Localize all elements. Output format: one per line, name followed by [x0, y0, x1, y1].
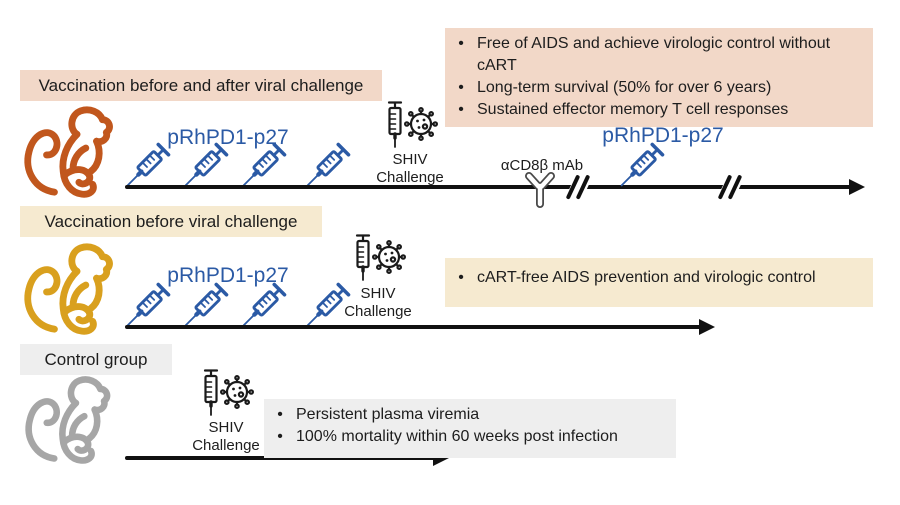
- shiv-challenge-label: SHIV Challenge: [184, 419, 268, 454]
- outcome-item: Persistent plasma viremia: [264, 404, 676, 426]
- group3-outcomes-box: Persistent plasma viremia 100% mortality…: [264, 399, 676, 458]
- shiv-label-line2: Challenge: [192, 436, 260, 454]
- outcome-item: Long-term survival (50% for over 6 years…: [445, 77, 873, 99]
- shiv-challenge-label: SHIV Challenge: [368, 151, 452, 186]
- monkey-icon-group2: [18, 239, 132, 337]
- outcome-item: Free of AIDS and achieve virologic contr…: [445, 33, 873, 77]
- timeline-group3: [125, 456, 437, 460]
- shiv-label-line1: SHIV: [208, 419, 244, 436]
- shiv-challenge-icon: [197, 368, 255, 418]
- group1-outcomes-box: Free of AIDS and achieve virologic contr…: [445, 28, 873, 127]
- shiv-challenge-label: SHIV Challenge: [336, 285, 420, 320]
- vaccine-label-group1: pRhPD1-p27: [167, 126, 289, 149]
- timeline-break-icon: [565, 172, 592, 202]
- outcome-item: 100% mortality within 60 weeks post infe…: [264, 426, 676, 448]
- outcome-item: cART-free AIDS prevention and virologic …: [445, 267, 873, 289]
- vaccine-label-group2: pRhPD1-p27: [167, 264, 289, 287]
- outcome-item: Sustained effector memory T cell respons…: [445, 99, 873, 121]
- shiv-label-line2: Challenge: [344, 302, 412, 320]
- timeline-arrowhead: [699, 319, 715, 335]
- timeline-break-icon: [717, 172, 744, 202]
- timeline-arrowhead: [849, 179, 865, 195]
- shiv-challenge-icon: [381, 100, 439, 150]
- timeline-group2: [125, 325, 703, 329]
- group3-label: Control group: [20, 344, 172, 375]
- boost-vaccine-label: pRhPD1-p27: [602, 124, 724, 147]
- group2-outcomes-box: cART-free AIDS prevention and virologic …: [445, 258, 873, 307]
- antibody-icon: [522, 171, 558, 211]
- group2-label: Vaccination before viral challenge: [20, 206, 322, 237]
- shiv-label-line1: SHIV: [392, 151, 428, 168]
- shiv-label-line2: Challenge: [376, 168, 444, 186]
- shiv-challenge-icon: [349, 233, 407, 283]
- antibody-label: αCD8β mAb: [500, 157, 584, 174]
- monkey-icon-group1: [18, 102, 132, 200]
- group1-label: Vaccination before and after viral chall…: [20, 70, 382, 101]
- timeline-group1: [125, 185, 853, 189]
- shiv-label-line1: SHIV: [360, 285, 396, 302]
- monkey-icon-group3: [20, 372, 128, 466]
